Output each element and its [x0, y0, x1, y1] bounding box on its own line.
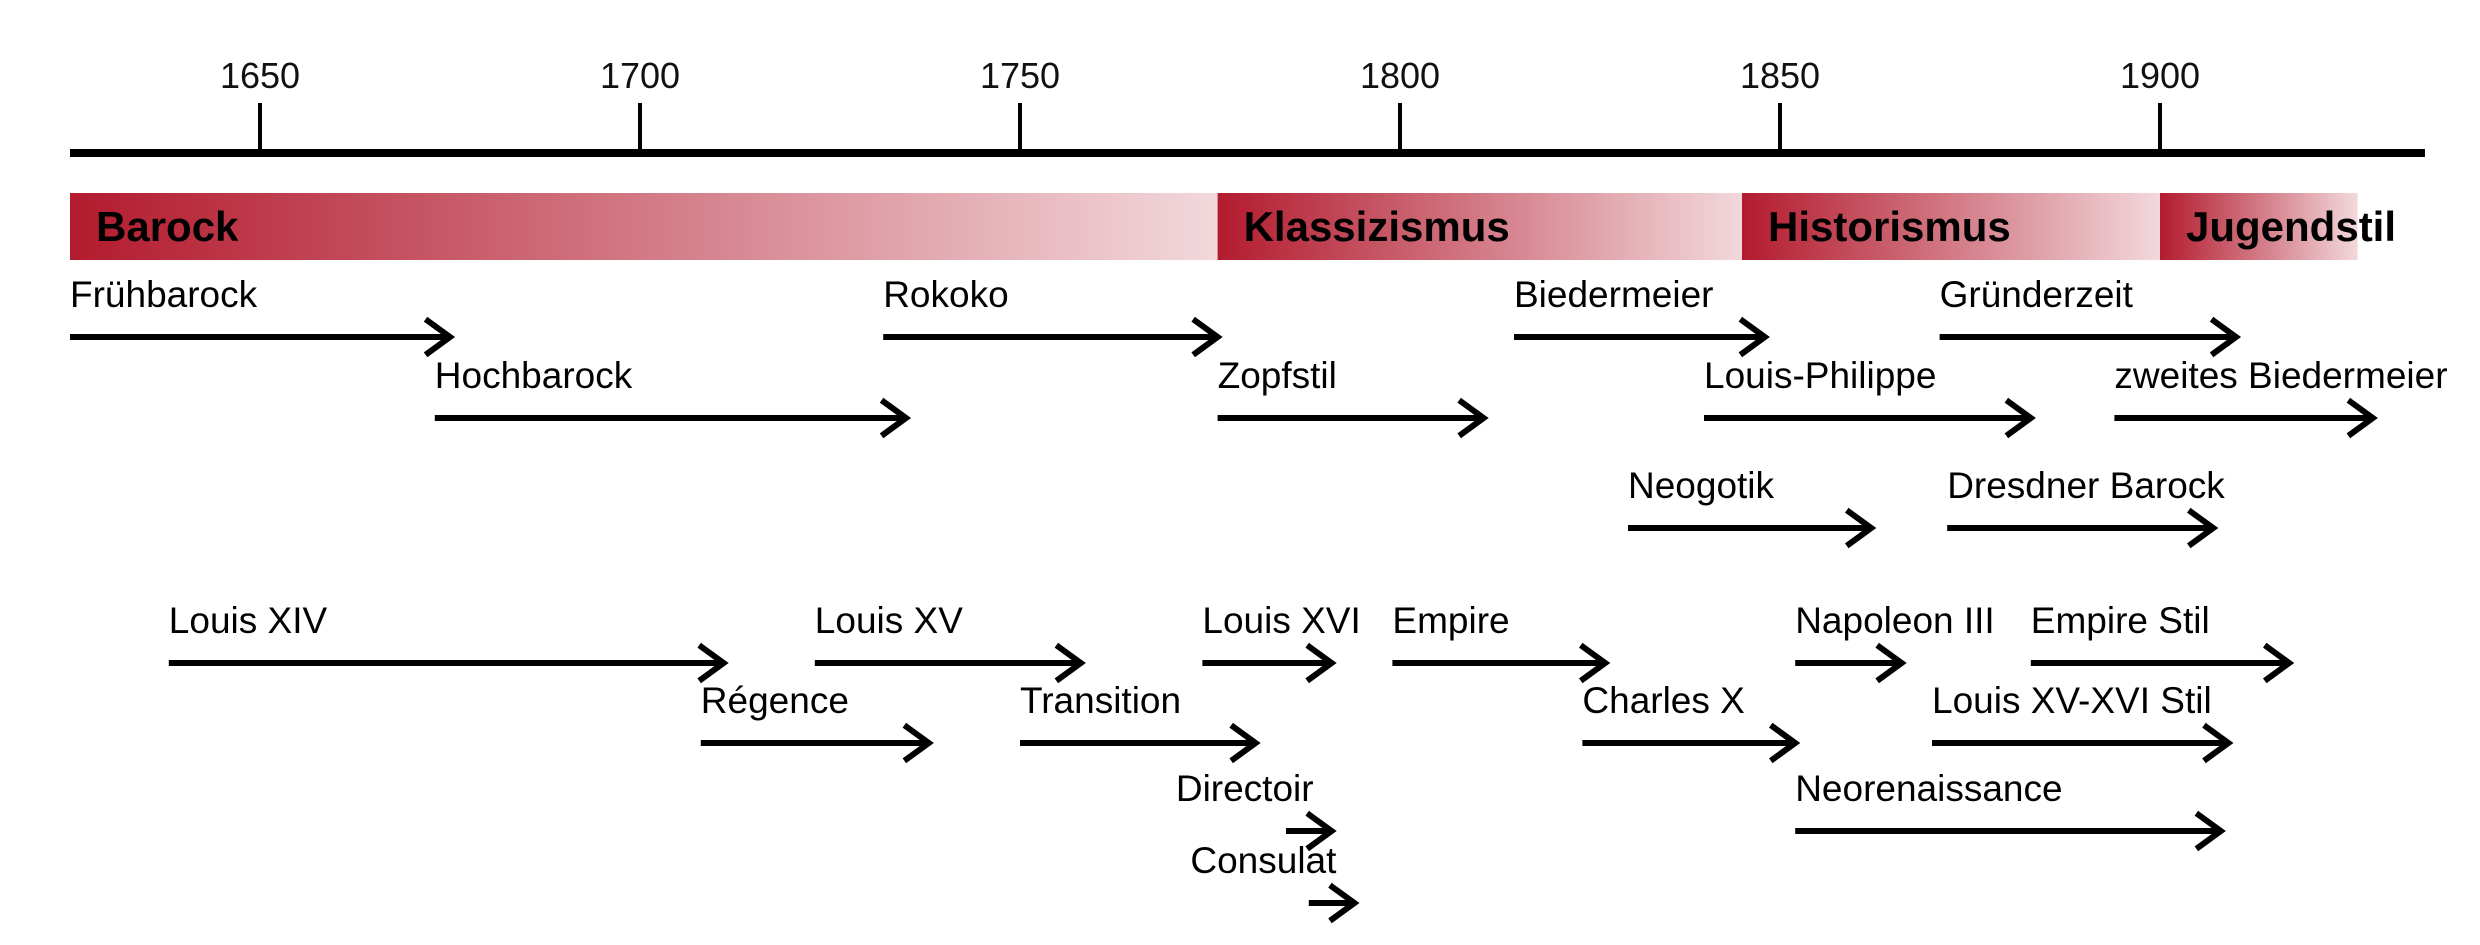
arrowhead-icon: [1191, 316, 1223, 358]
style-period: Louis-Philippe: [1704, 355, 2036, 439]
axis-tick-label: 1900: [2120, 55, 2200, 96]
axis-tick-label: 1700: [600, 55, 680, 96]
period-label: Zopfstil: [1218, 355, 1337, 396]
style-period: Louis XVI: [1202, 600, 1361, 684]
arrowhead-icon: [1845, 507, 1877, 549]
arrowhead-icon: [2202, 722, 2234, 764]
arrowhead-icon: [1579, 642, 1611, 684]
period-label: Louis XIV: [169, 600, 328, 641]
style-period: Hochbarock: [434, 355, 912, 439]
arrowhead-icon: [1305, 810, 1337, 852]
period-label: Charles X: [1582, 680, 1744, 721]
period-label: Consulat: [1190, 840, 1337, 881]
style-period: Régence: [700, 680, 934, 764]
style-periods: Frühbarock Rokoko Biedermeier GründerzeitHo…: [70, 274, 2448, 924]
arrowhead-icon: [1769, 722, 1801, 764]
period-label: Empire Stil: [2031, 600, 2210, 641]
era-label: Historismus: [1768, 203, 2011, 250]
period-label: Empire: [1392, 600, 1509, 641]
period-label: zweites Biedermeier: [2114, 355, 2447, 396]
style-period: Napoleon III: [1795, 600, 1995, 684]
period-label: Dresdner Barock: [1947, 465, 2225, 506]
era-band: [1742, 193, 2160, 260]
style-period: Charles X: [1582, 680, 1801, 764]
arrowhead-icon: [2194, 810, 2226, 852]
period-label: Transition: [1020, 680, 1181, 721]
arrowhead-icon: [697, 642, 729, 684]
period-label: Louis XVI: [1202, 600, 1360, 641]
style-period: Consulat: [1190, 840, 1360, 924]
axis-tick-label: 1800: [1360, 55, 1440, 96]
style-period: zweites Biedermeier: [2114, 355, 2448, 439]
era-band: [1217, 193, 1742, 260]
style-period: Biedermeier: [1514, 274, 1770, 358]
arrowhead-icon: [2004, 397, 2036, 439]
era-band: [70, 193, 1218, 260]
period-label: Louis XV: [815, 600, 963, 641]
period-label: Régence: [701, 680, 849, 721]
style-period: Zopfstil: [1217, 355, 1489, 439]
style-period: Transition: [1020, 680, 1261, 764]
period-label: Biedermeier: [1514, 274, 1713, 315]
arrowhead-icon: [1305, 642, 1337, 684]
style-period: Neorenaissance: [1795, 768, 2226, 852]
period-label: Louis XV-XVI Stil: [1932, 680, 2212, 721]
style-period: Neogotik: [1628, 465, 1877, 549]
period-label: Directoir: [1176, 768, 1314, 809]
era-label: Barock: [96, 203, 239, 250]
arrowhead-icon: [1229, 722, 1261, 764]
period-label: Napoleon III: [1795, 600, 1995, 641]
era-band: [2160, 193, 2358, 260]
arrowhead-icon: [2187, 507, 2219, 549]
style-period: Rokoko: [883, 274, 1223, 358]
style-period: Louis XV: [814, 600, 1086, 684]
style-period: Dresdner Barock: [1947, 465, 2225, 549]
period-label: Louis-Philippe: [1704, 355, 1936, 396]
axis-tick-label: 1650: [220, 55, 300, 96]
arrowhead-icon: [2346, 397, 2378, 439]
period-label: Neogotik: [1628, 465, 1775, 506]
style-period: Gründerzeit: [1939, 274, 2242, 358]
arrowhead-icon: [2263, 642, 2295, 684]
axis-tick-label: 1850: [1740, 55, 1820, 96]
arrowhead-icon: [423, 316, 456, 358]
arrowhead-icon: [1875, 642, 1907, 684]
arrowhead-icon: [902, 722, 934, 764]
style-period: Louis XIV: [168, 600, 729, 684]
arrowhead-icon: [1328, 882, 1360, 924]
period-label: Hochbarock: [435, 355, 633, 396]
period-label: Neorenaissance: [1795, 768, 2062, 809]
style-period: Directoir: [1176, 768, 1337, 852]
era-label: Klassizismus: [1244, 203, 1510, 250]
style-period: Empire: [1392, 600, 1611, 684]
style-period: Frühbarock: [70, 274, 456, 358]
arrowhead-icon: [879, 397, 912, 439]
axis-tick-label: 1750: [980, 55, 1060, 96]
arrowhead-icon: [1738, 316, 1770, 358]
period-label: Rokoko: [883, 274, 1008, 315]
era-label: Jugendstil: [2186, 203, 2396, 250]
style-period: Empire Stil: [2030, 600, 2295, 684]
time-axis: 1650 1700 1750 1800 1850 1900: [70, 55, 2425, 157]
period-label: Gründerzeit: [1940, 274, 2134, 315]
arrowhead-icon: [1054, 642, 1086, 684]
arrowhead-icon: [2209, 316, 2242, 358]
arrowhead-icon: [1457, 397, 1489, 439]
period-label: Frühbarock: [70, 274, 258, 315]
style-period: Louis XV-XVI Stil: [1932, 680, 2234, 764]
era-bands: Barock Klassizismus Historismus Jugendstil: [70, 193, 2396, 260]
